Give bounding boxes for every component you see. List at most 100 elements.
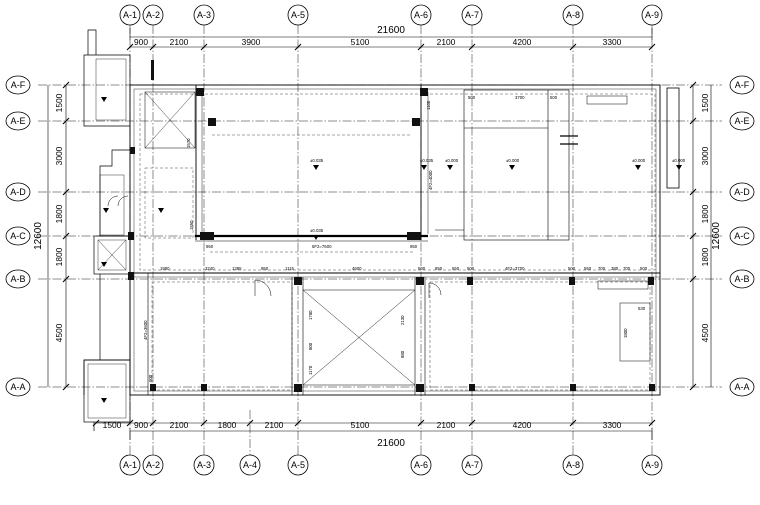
in-plan-labels: ±0.035 ±0.035 ±0.000 ±0.000 ±0.000 ±0.00…	[143, 95, 686, 382]
axis-bubble-circle	[562, 454, 584, 476]
top-dimension-value: 3300	[603, 37, 622, 47]
inner-dim: 500	[148, 374, 153, 382]
axis-bubble-left: A-C	[5, 226, 31, 246]
axis-label: A-8	[566, 10, 580, 20]
axis-label: A-E	[734, 116, 749, 126]
axis-label: A-1	[123, 460, 137, 470]
axis-label: A-E	[10, 116, 25, 126]
top-dimension-value: 900	[134, 37, 148, 47]
inner-dim: 950	[261, 266, 269, 271]
bottom-dimension-value: 3300	[603, 420, 622, 430]
axis-label: A-9	[645, 460, 659, 470]
axis-label: A-7	[465, 10, 479, 20]
top-dimension-value: 2100	[170, 37, 189, 47]
axis-label: A-D	[734, 187, 750, 197]
axis-bubble-left: A-E	[5, 111, 31, 131]
right-dimension-value: 1500	[700, 93, 710, 112]
axis-bubble-top: A-2	[142, 4, 164, 26]
beam-note: 6F2=7600	[312, 244, 332, 249]
top-dimension-value: 4200	[513, 37, 532, 47]
axis-bubble-left: A-B	[5, 269, 31, 289]
axis-label: A-2	[146, 460, 160, 470]
axis-bubble-top: A-7	[461, 4, 483, 26]
axis-bubble-circle	[5, 111, 31, 131]
inner-dim: 950	[206, 244, 214, 249]
axis-bubble-bottom: A-4	[239, 454, 261, 476]
right-dimension-value: 4500	[700, 323, 710, 342]
axis-label: A-2	[146, 10, 160, 20]
beam-note: 4F2=4000	[428, 170, 433, 190]
inner-dim: 800	[308, 342, 313, 350]
axis-bubble-circle	[287, 4, 309, 26]
axis-label: A-3	[197, 460, 211, 470]
bottom-dimension-value: 5100	[351, 420, 370, 430]
axis-bubble-bottom: A-1	[119, 454, 141, 476]
axis-bubble-bottom: A-7	[461, 454, 483, 476]
inner-dim: 650	[452, 266, 460, 271]
inner-dim: 500	[568, 266, 576, 271]
right-dimension-value: 3000	[700, 146, 710, 165]
axis-bubble-right: A-B	[729, 269, 755, 289]
top-total-dimension: 21600	[377, 25, 405, 36]
inner-dim: 500	[418, 266, 426, 271]
inner-dim: 850	[435, 266, 443, 271]
bottom-dimension-value: 4200	[513, 420, 532, 430]
axis-label: A-5	[291, 10, 305, 20]
axis-label: A-7	[465, 460, 479, 470]
level-label: ±0.000	[632, 158, 646, 163]
level-label: ±0.000	[506, 158, 520, 163]
inner-dim: 1550	[189, 220, 194, 230]
axis-bubble-bottom: A-3	[193, 454, 215, 476]
axis-bubble-circle	[729, 75, 755, 95]
axis-label: A-6	[414, 10, 428, 20]
axis-bubble-circle	[142, 454, 164, 476]
inner-dim: 500	[467, 266, 475, 271]
axis-bubble-circle	[142, 4, 164, 26]
bottom-dimension-value: 1800	[218, 420, 237, 430]
axis-bubble-circle	[729, 111, 755, 131]
axis-label: A-C	[734, 231, 750, 241]
axis-bubble-left: A-F	[5, 75, 31, 95]
left-dimension-value: 1500	[54, 93, 64, 112]
structural-columns	[128, 60, 655, 392]
inner-dim: 700	[623, 266, 631, 271]
axis-label: A-8	[566, 460, 580, 470]
axis-bubble-circle	[193, 454, 215, 476]
axis-bubble-bottom: A-2	[142, 454, 164, 476]
right-total-dimension: 12600	[711, 222, 722, 250]
axis-label: A-1	[123, 10, 137, 20]
axis-bubble-right: A-F	[729, 75, 755, 95]
axis-bubble-circle	[5, 75, 31, 95]
axis-bubble-bottom: A-9	[641, 454, 663, 476]
level-label: ±0.035	[310, 228, 324, 233]
inner-dim: 1115	[285, 266, 295, 271]
axis-label: A-C	[10, 231, 26, 241]
inner-dim: 700	[598, 266, 606, 271]
axis-bubble-circle	[119, 4, 141, 26]
inner-dim: 530	[638, 306, 646, 311]
axis-bubble-circle	[562, 4, 584, 26]
axis-bubble-left: A-A	[5, 377, 31, 397]
left-dimension-value: 3000	[54, 146, 64, 165]
inner-dim: 380	[611, 266, 619, 271]
inner-dim: 1170	[308, 365, 313, 375]
axis-bubble-circle	[193, 4, 215, 26]
axis-bubble-bottom: A-8	[562, 454, 584, 476]
inner-dim: 550	[584, 266, 592, 271]
inner-dim: 950	[410, 244, 418, 249]
inner-dim: 1385	[232, 266, 242, 271]
axis-label: A-9	[645, 10, 659, 20]
axis-bubble-top: A-5	[287, 4, 309, 26]
top-dimension-value: 5100	[351, 37, 370, 47]
inner-dim: 1100	[426, 100, 431, 110]
axis-label: A-6	[414, 460, 428, 470]
axis-bubble-circle	[5, 226, 31, 246]
left-annex	[83, 29, 196, 431]
bottom-total-dimension: 21600	[377, 438, 405, 449]
level-label: ±0.000	[672, 158, 686, 163]
axis-label: A-D	[10, 187, 26, 197]
axis-label: A-B	[10, 274, 25, 284]
axis-bubble-right: A-D	[729, 182, 755, 202]
inner-dim: 4600	[352, 266, 362, 271]
